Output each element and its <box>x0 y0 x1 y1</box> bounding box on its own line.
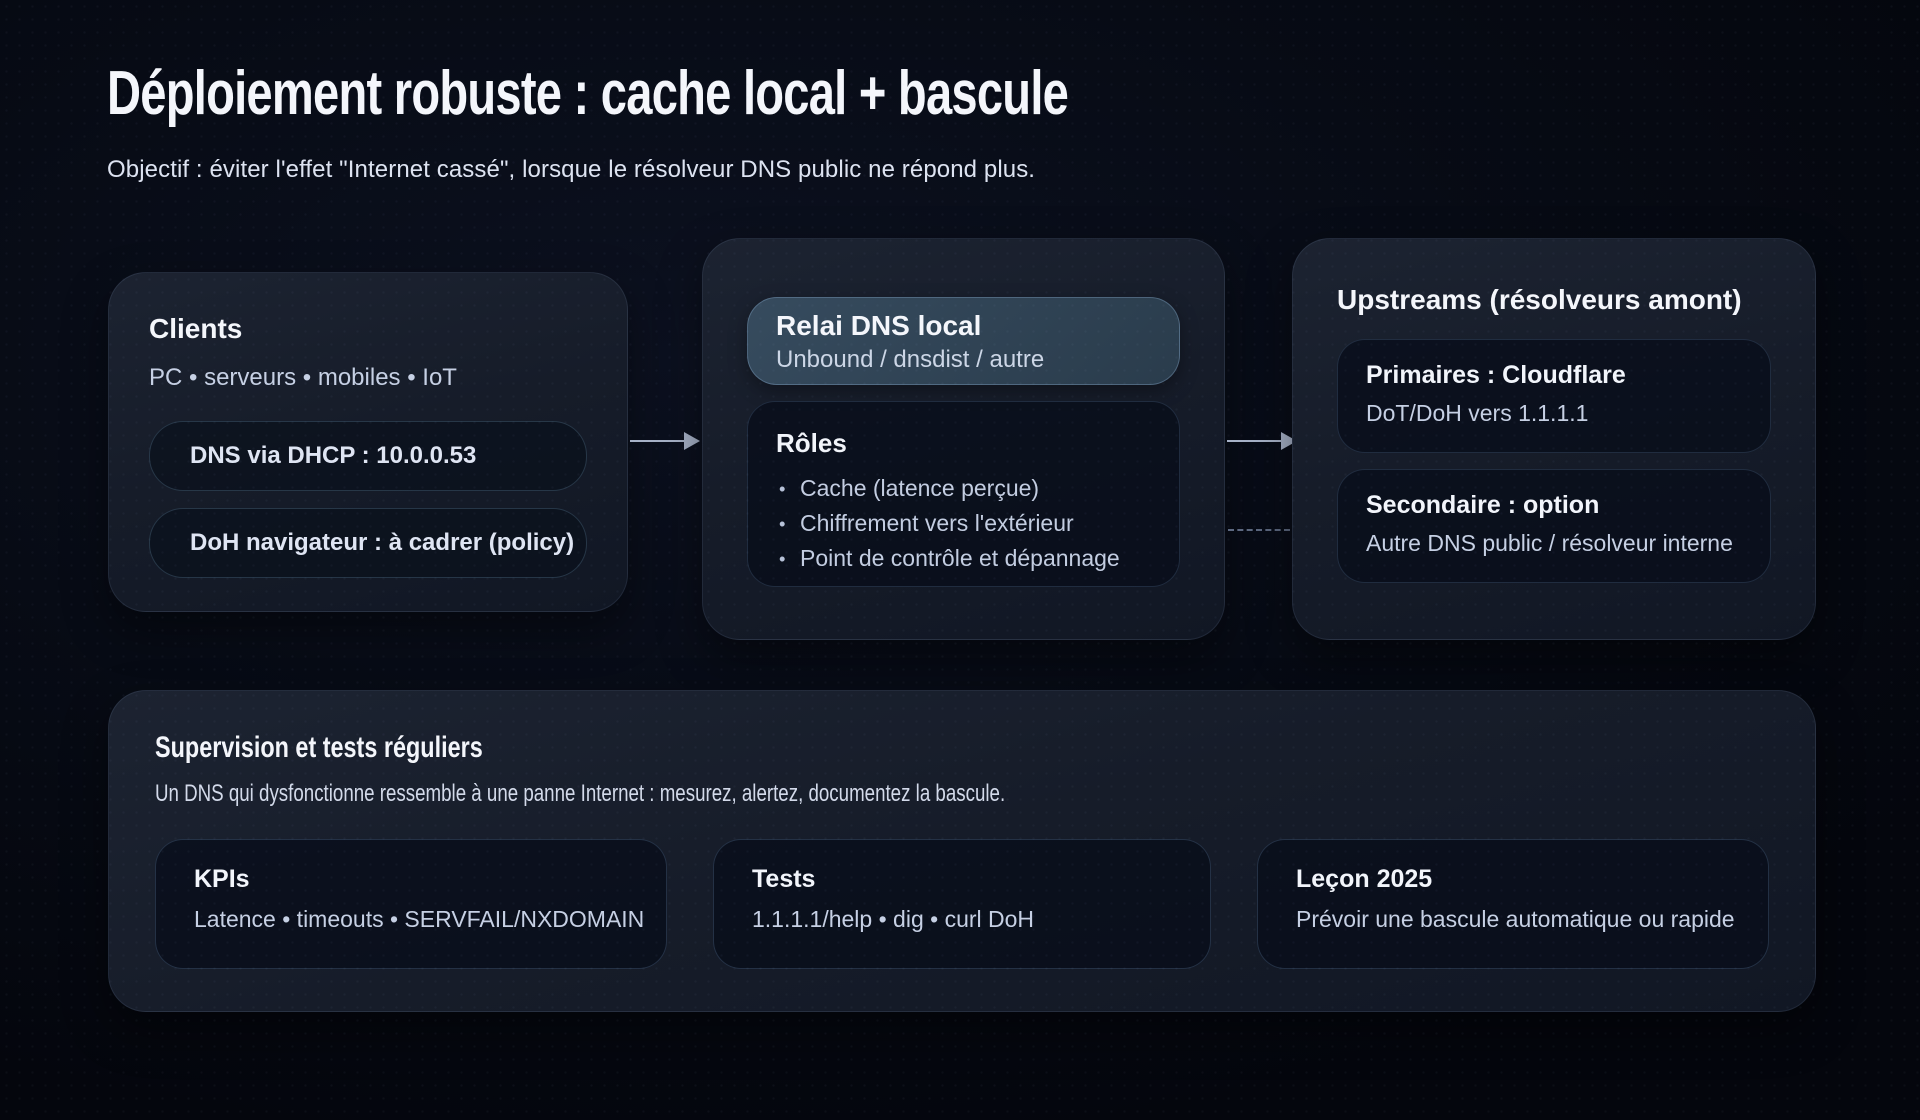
page-title-text: Déploiement robuste : cache local + basc… <box>107 59 1069 128</box>
lecon-2025-title: Leçon 2025 <box>1296 865 1433 893</box>
clients-pill-doh-label: DoH navigateur : à cadrer (policy) <box>190 529 575 556</box>
upstreams-secondary-box: Secondaire : option Autre DNS public / r… <box>1337 469 1771 583</box>
upstreams-secondary-subtitle: Autre DNS public / résolveur interne <box>1366 530 1733 556</box>
clients-pill-dhcp-label: DNS via DHCP : 10.0.0.53 <box>190 442 477 469</box>
relay-role-item: Cache (latence perçue) <box>776 471 1151 506</box>
arrow-head-icon <box>684 432 700 450</box>
upstreams-card-title: Upstreams (résolveurs amont) <box>1337 284 1742 315</box>
dashed-connector-secondary <box>1228 529 1290 531</box>
upstreams-primary-title: Primaires : Cloudflare <box>1366 361 1626 389</box>
tests-box: Tests 1.1.1.1/help • dig • curl DoH <box>713 839 1211 969</box>
relay-subtitle: Unbound / dnsdist / autre <box>776 346 1045 373</box>
relay-roles-box: Rôles Cache (latence perçue) Chiffrement… <box>747 401 1180 587</box>
supervision-title-text: Supervision et tests réguliers <box>155 731 483 764</box>
tests-line: 1.1.1.1/help • dig • curl DoH <box>752 906 1035 932</box>
lecon-2025-line: Prévoir une bascule automatique ou rapid… <box>1296 906 1735 932</box>
relay-role-item: Point de contrôle et dépannage <box>776 541 1151 576</box>
lecon-2025-box: Leçon 2025 Prévoir une bascule automatiq… <box>1257 839 1769 969</box>
supervision-description: Un DNS qui dysfonctionne ressemble à une… <box>155 779 1769 809</box>
upstreams-card: Upstreams (résolveurs amont) Primaires :… <box>1292 238 1816 640</box>
kpis-title: KPIs <box>194 865 250 893</box>
clients-card-title: Clients <box>149 313 243 344</box>
upstreams-secondary-title: Secondaire : option <box>1366 491 1600 519</box>
relay-roles-list: Cache (latence perçue) Chiffrement vers … <box>776 471 1151 576</box>
relay-title: Relai DNS local <box>776 310 982 341</box>
upstreams-primary-subtitle: DoT/DoH vers 1.1.1.1 <box>1366 400 1589 426</box>
clients-card-subtitle: PC • serveurs • mobiles • IoT <box>149 364 457 391</box>
supervision-mini-row: KPIs Latence • timeouts • SERVFAIL/NXDOM… <box>155 839 1769 969</box>
clients-pill-dhcp: DNS via DHCP : 10.0.0.53 <box>149 421 587 491</box>
relay-roles-title: Rôles <box>776 428 847 458</box>
upstreams-primary-box: Primaires : Cloudflare DoT/DoH vers 1.1.… <box>1337 339 1771 453</box>
relay-card: Relai DNS local Unbound / dnsdist / autr… <box>702 238 1225 640</box>
arrow-shaft <box>630 440 686 442</box>
page-subtitle: Objectif : éviter l'effet "Internet cass… <box>107 156 1036 183</box>
supervision-title: Supervision et tests réguliers <box>155 729 1769 767</box>
kpis-line: Latence • timeouts • SERVFAIL/NXDOMAIN <box>194 906 645 932</box>
supervision-card: Supervision et tests réguliers Un DNS qu… <box>108 690 1816 1012</box>
kpis-box: KPIs Latence • timeouts • SERVFAIL/NXDOM… <box>155 839 667 969</box>
relay-role-item: Chiffrement vers l'extérieur <box>776 506 1151 541</box>
clients-card: Clients PC • serveurs • mobiles • IoT DN… <box>108 272 628 612</box>
tests-title: Tests <box>752 865 816 893</box>
page-title: Déploiement robuste : cache local + basc… <box>107 58 1372 129</box>
supervision-description-text: Un DNS qui dysfonctionne ressemble à une… <box>155 780 1006 807</box>
arrow-shaft <box>1227 440 1283 442</box>
relay-highlight-pill: Relai DNS local Unbound / dnsdist / autr… <box>747 297 1180 385</box>
clients-pill-doh: DoH navigateur : à cadrer (policy) <box>149 508 587 578</box>
